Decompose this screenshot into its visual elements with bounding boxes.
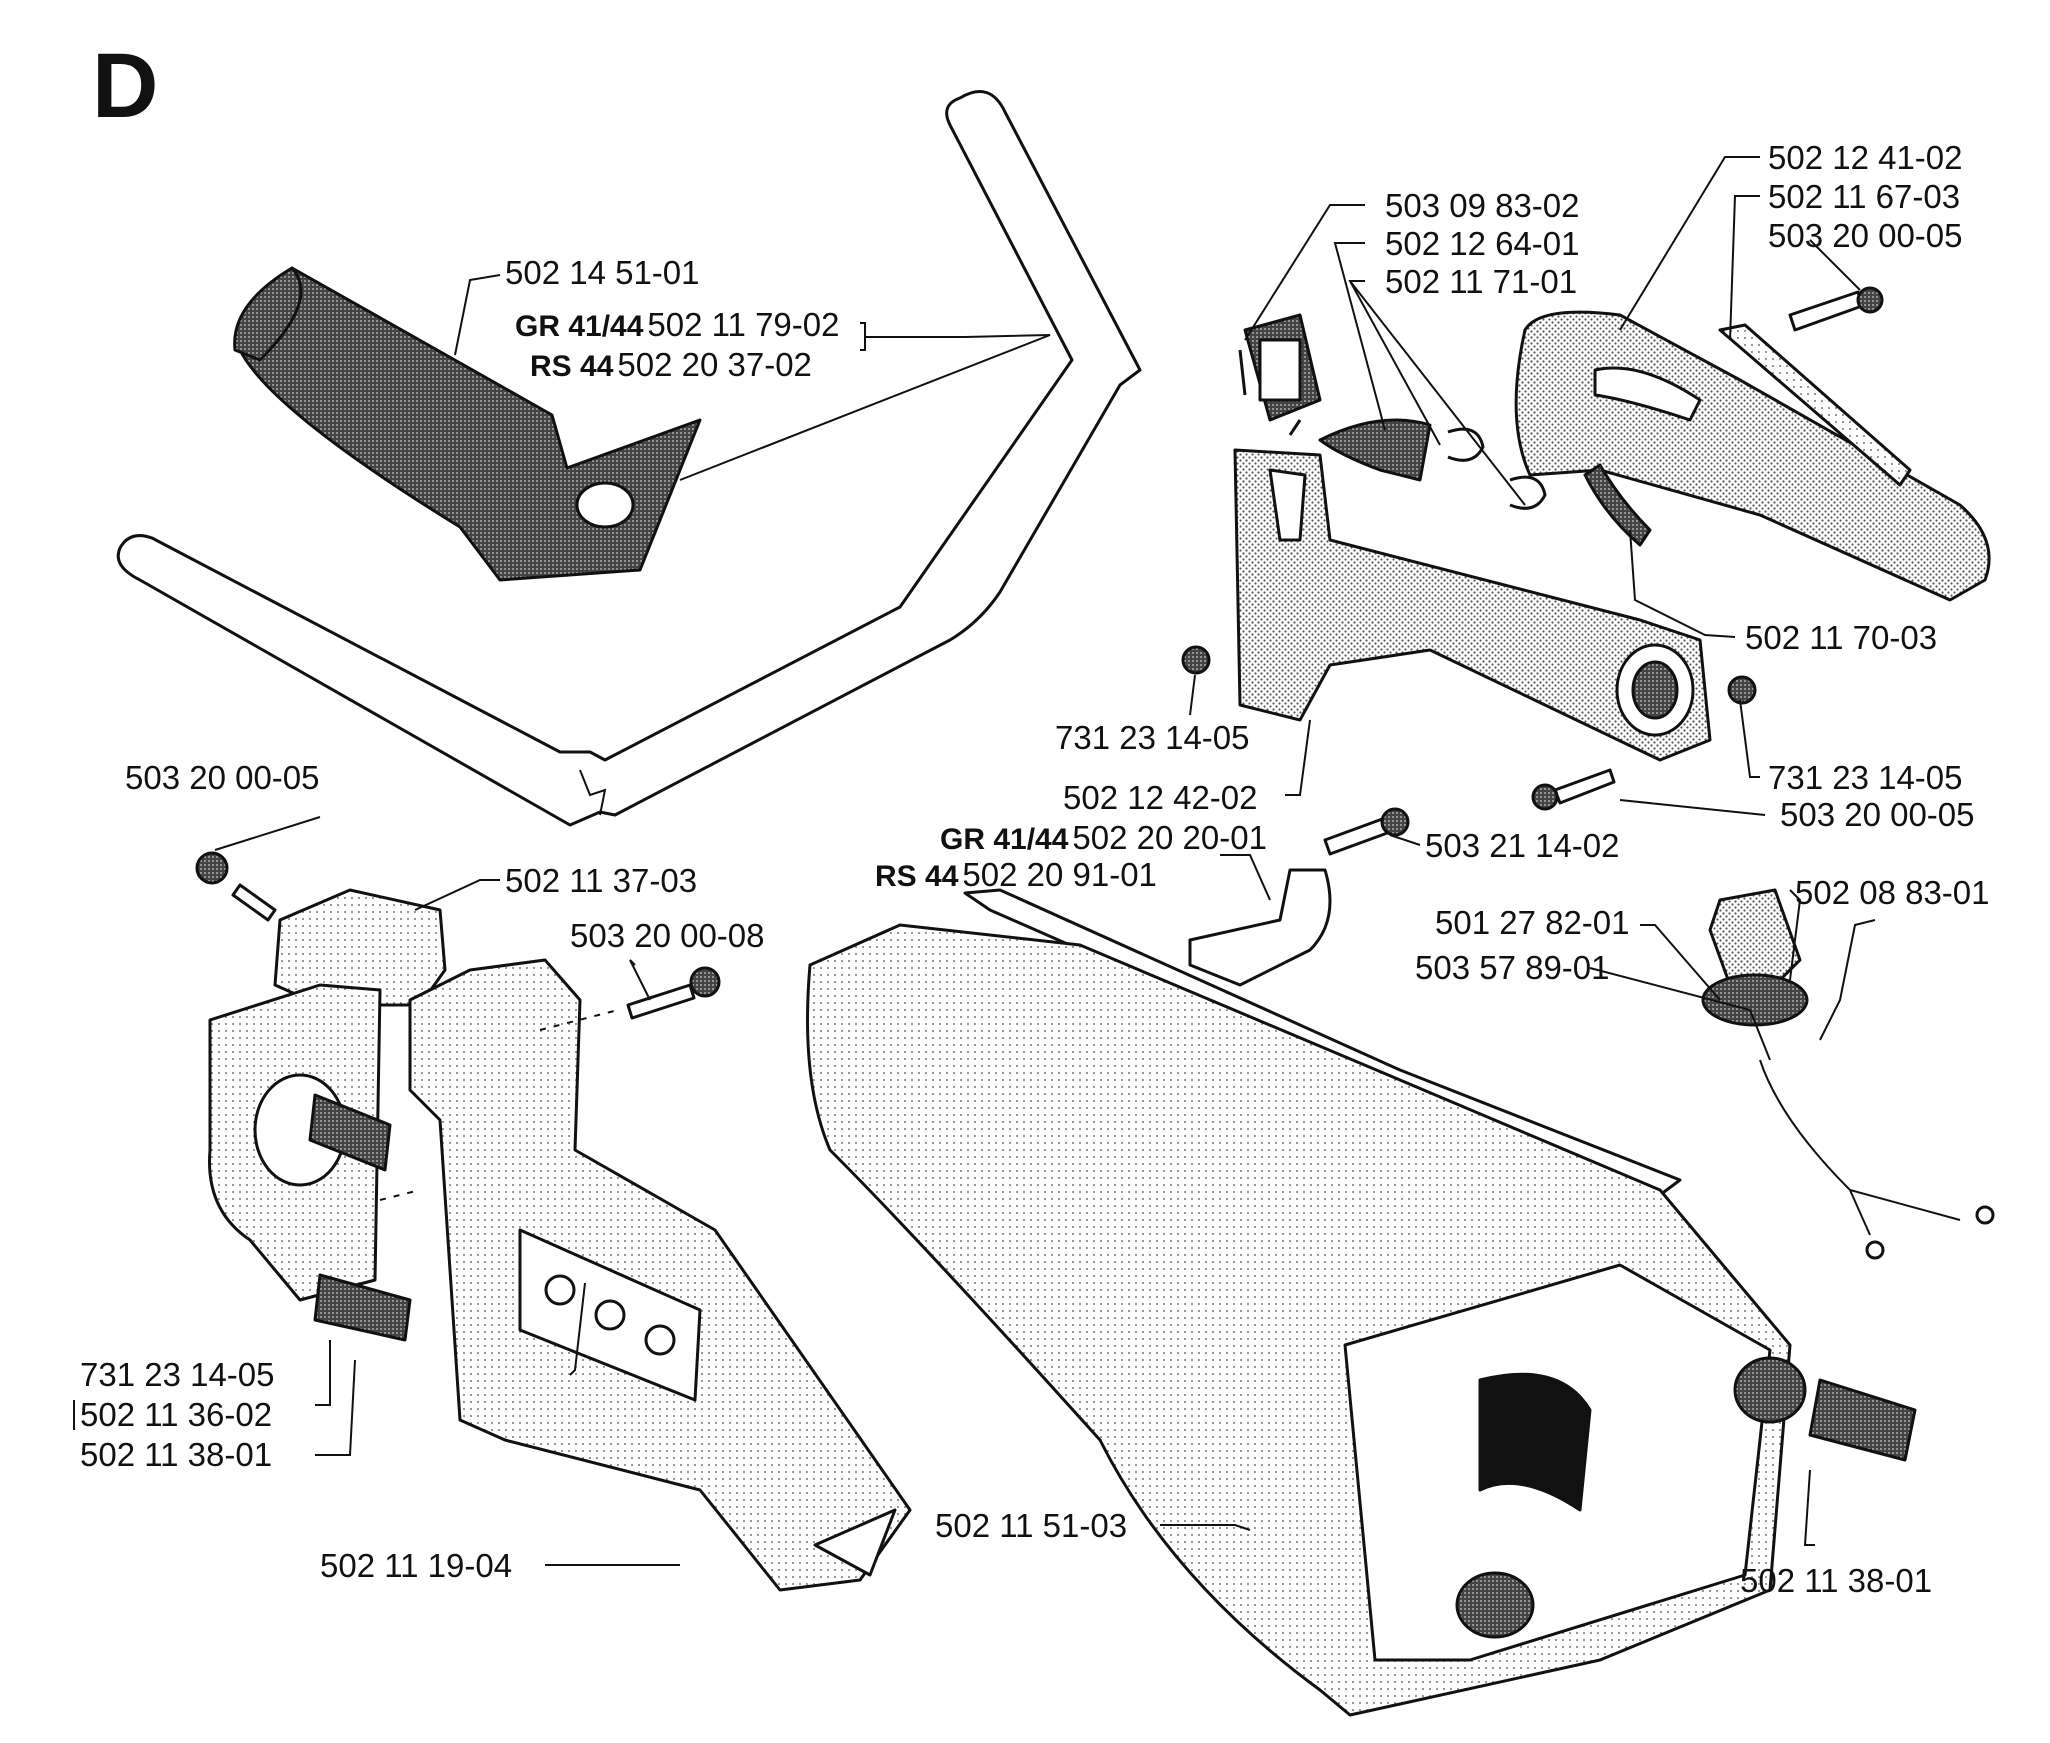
label-bushing-left: 502 11 38-01 bbox=[80, 1436, 273, 1473]
label-spring: 502 11 71-01 bbox=[1385, 263, 1578, 300]
label-cover-strip: 502 11 67-03 bbox=[1768, 178, 1961, 215]
tag-handlebar-rs: RS 44 bbox=[530, 350, 614, 383]
bushings bbox=[308, 1093, 1917, 1462]
bracket bbox=[1188, 868, 1332, 987]
part-handlebar-gr: 502 11 79-02 bbox=[647, 306, 840, 343]
switch-part bbox=[1238, 313, 1322, 436]
strap-strip bbox=[963, 888, 1682, 1197]
label-grip: 502 14 51-01 bbox=[505, 254, 700, 291]
label-nut-left: 731 23 14-05 bbox=[1055, 719, 1250, 756]
tank-cap bbox=[1701, 888, 1995, 1260]
part-bracket-rs: 502 20 91-01 bbox=[962, 856, 1157, 893]
label-tank: 502 11 51-03 bbox=[935, 1507, 1128, 1544]
part-handlebar-rs: 502 20 37-02 bbox=[617, 346, 812, 383]
tag-handlebar-gr: GR 41/44 bbox=[515, 310, 644, 343]
cover-strip bbox=[1718, 323, 1912, 487]
label-gasket: 501 27 82-01 bbox=[1435, 904, 1630, 941]
label-screw-cover: 503 20 00-05 bbox=[1768, 217, 1963, 254]
label-switch: 503 09 83-02 bbox=[1385, 187, 1580, 224]
label-throttle-rod: 502 11 70-03 bbox=[1745, 619, 1938, 656]
section-letter: D bbox=[92, 35, 159, 137]
arm bbox=[408, 958, 912, 1592]
label-nut-clamp: 731 23 14-05 bbox=[80, 1356, 275, 1393]
fuel-tank bbox=[806, 923, 1807, 1717]
label-cap: 502 08 83-01 bbox=[1795, 874, 1990, 911]
tag-bracket-gr: GR 41/44 bbox=[940, 823, 1069, 856]
label-screw-clamp: 503 20 00-05 bbox=[125, 759, 320, 796]
grip-sleeve bbox=[233, 266, 702, 582]
label-nut-right: 731 23 14-05 bbox=[1768, 759, 1963, 796]
screws bbox=[195, 286, 1884, 1020]
handle-cover bbox=[1514, 310, 1991, 602]
label-clamp-base: 502 11 36-02 bbox=[80, 1396, 273, 1433]
handle-housing bbox=[1233, 448, 1712, 762]
label-throttle: 502 12 64-01 bbox=[1385, 225, 1580, 262]
throttle-rod bbox=[1583, 463, 1652, 547]
label-bracket-screw: 503 21 14-02 bbox=[1425, 827, 1620, 864]
label-arm: 502 11 19-04 bbox=[320, 1547, 513, 1584]
leader-lines bbox=[73, 156, 1876, 1566]
label-cap-strap: 503 57 89-01 bbox=[1415, 949, 1610, 986]
label-handle-cover: 502 12 41-02 bbox=[1768, 139, 1963, 176]
label-screw-long: 503 20 00-08 bbox=[570, 917, 765, 954]
part-bracket-gr: 502 20 20-01 bbox=[1072, 819, 1267, 856]
label-handle-housing: 502 12 42-02 bbox=[1063, 779, 1258, 816]
label-bushing-right: 502 11 38-01 bbox=[1740, 1562, 1933, 1599]
tag-bracket-rs: RS 44 bbox=[875, 860, 959, 893]
label-clamp: 502 11 37-03 bbox=[505, 862, 698, 899]
handlebar-tube bbox=[116, 90, 1142, 827]
label-screw-housing: 503 20 00-05 bbox=[1780, 796, 1975, 833]
